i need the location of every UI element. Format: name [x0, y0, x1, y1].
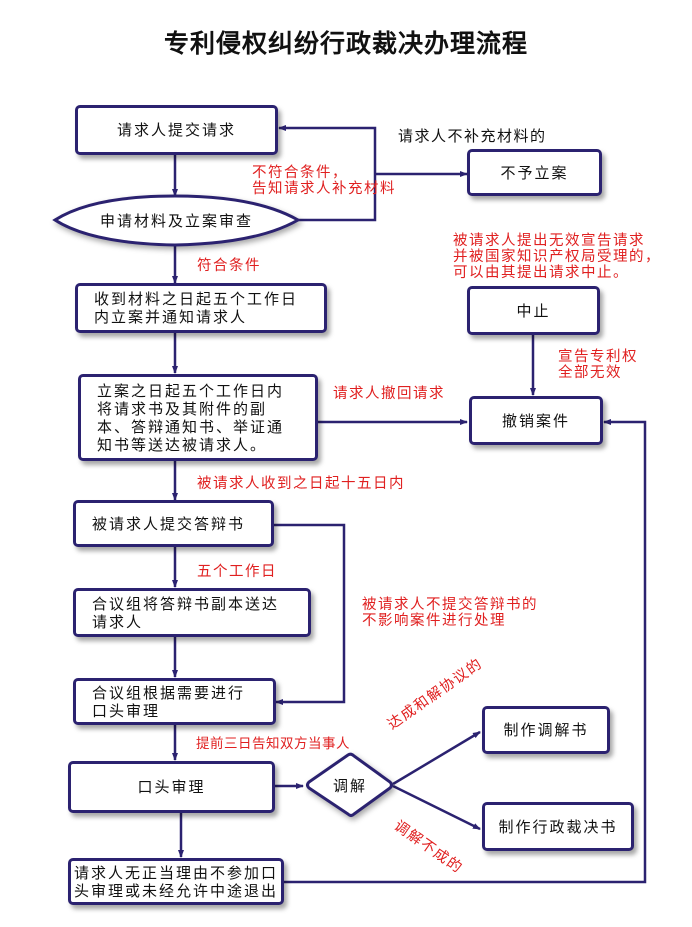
text-line: 不影响案件进行处理: [362, 613, 506, 629]
page-title: 专利侵权纠纷行政裁决办理流程: [163, 29, 528, 58]
node-text: 被请求人提交答辩书: [92, 514, 246, 533]
node-no-case: 不予立案: [467, 149, 602, 196]
text-line: 告知请求人补充材料: [252, 181, 396, 197]
node-text: 请求人提交请求: [116, 121, 236, 139]
text-line: 将请求书及其附件的副: [97, 399, 268, 418]
node-submit-request: 请求人提交请求: [75, 105, 278, 155]
node-suspend: 中止: [467, 286, 600, 335]
label-withdraw: 请求人撤回请求: [333, 386, 445, 402]
node-text: 合议组根据需要进行 口头审理: [92, 684, 245, 720]
node-text: 中止: [516, 301, 551, 320]
node-quit: 请求人无正当理由不参加口 头审理或未经允许中途退出: [68, 858, 284, 905]
text-line: 不符合条件，: [252, 165, 348, 181]
node-ruling-doc: 制作行政裁决书: [482, 802, 634, 851]
node-mediation: 调解: [332, 777, 367, 795]
text-line: 头审理或未经允许中途退出: [73, 881, 278, 900]
label-within-15-days: 被请求人收到之日起十五日内: [197, 476, 405, 492]
arrow-to-ruling-doc: [392, 784, 481, 831]
label-declared-invalid: 宣告专利权 全部无效: [558, 349, 638, 381]
label-qualified: 符合条件: [197, 258, 261, 274]
text-line: 立案之日起五个工作日内: [97, 381, 285, 400]
text-line: 全部无效: [558, 365, 622, 381]
text-line: 内立案并通知请求人: [94, 308, 248, 326]
node-text: 立案之日起五个工作日内 将请求书及其附件的副 本、答辩通知书、举证通 知书等送达…: [97, 382, 284, 454]
text-line: 被请求人提出无效宣告请求: [453, 233, 645, 249]
label-no-supplement: 请求人不补充材料的: [398, 127, 547, 145]
node-text: 制作调解书: [503, 721, 589, 739]
text-line: 本、答辩通知书、举证通: [97, 417, 285, 436]
text-line: 口头审理: [92, 701, 161, 720]
text-line: 请求人: [92, 612, 144, 631]
text-line: 收到材料之日起五个工作日: [94, 290, 299, 308]
node-text: 撤销案件: [501, 411, 570, 430]
text-line: 合议组将答辩书副本送达: [92, 594, 280, 613]
text-line: 知书等送达被请求人。: [97, 435, 268, 454]
text-line: 宣告专利权: [558, 349, 638, 365]
text-line: 合议组根据需要进行: [92, 683, 246, 702]
arrow-defense-bypass: [273, 523, 346, 705]
arrow-quit-to-withdraw: [283, 419, 647, 884]
node-withdraw-case: 撤销案件: [469, 396, 603, 445]
node-text: 制作行政裁决书: [498, 817, 618, 836]
label-not-qualified: 不符合条件， 告知请求人补充材料: [252, 165, 396, 197]
text-line: 可以由其提出请求中止。: [453, 265, 629, 281]
node-text: 请求人无正当理由不参加口 头审理或未经允许中途退出: [74, 864, 278, 900]
label-notify-3-days: 提前三日告知双方当事人: [196, 736, 350, 752]
review-diamond: [52, 194, 302, 247]
node-text: 收到材料之日起五个工作日 内立案并通知请求人: [94, 290, 298, 326]
node-review: 申请材料及立案审查: [99, 212, 253, 230]
node-text: 不予立案: [500, 163, 569, 182]
node-submit-defense: 被请求人提交答辩书: [73, 500, 274, 547]
node-send-defense: 合议组将答辩书副本送达 请求人: [73, 588, 311, 637]
node-mediation-doc: 制作调解书: [482, 706, 610, 754]
label-invalidation: 被请求人提出无效宣告请求 并被国家知识产权局受理的， 可以由其提出请求中止。: [453, 233, 661, 281]
text-line: 被请求人不提交答辩书的: [362, 597, 538, 613]
node-oral-hearing: 口头审理: [68, 761, 275, 813]
node-text: 合议组将答辩书副本送达 请求人: [92, 595, 279, 631]
node-serve-docs: 立案之日起五个工作日内 将请求书及其附件的副 本、答辩通知书、举证通 知书等送达…: [78, 374, 318, 461]
node-oral-needed: 合议组根据需要进行 口头审理: [73, 678, 276, 725]
label-no-defense: 被请求人不提交答辩书的 不影响案件进行处理: [362, 597, 538, 629]
arrow-to-mediation-doc: [392, 730, 481, 786]
text-line: 并被国家知识产权局受理的，: [453, 249, 661, 265]
node-text: 口头审理: [137, 778, 206, 796]
node-accept-notify: 收到材料之日起五个工作日 内立案并通知请求人: [75, 283, 327, 333]
text-line: 请求人无正当理由不参加口: [73, 863, 278, 882]
label-five-workdays: 五个工作日: [197, 564, 277, 580]
mediation-diamond: [306, 752, 393, 817]
